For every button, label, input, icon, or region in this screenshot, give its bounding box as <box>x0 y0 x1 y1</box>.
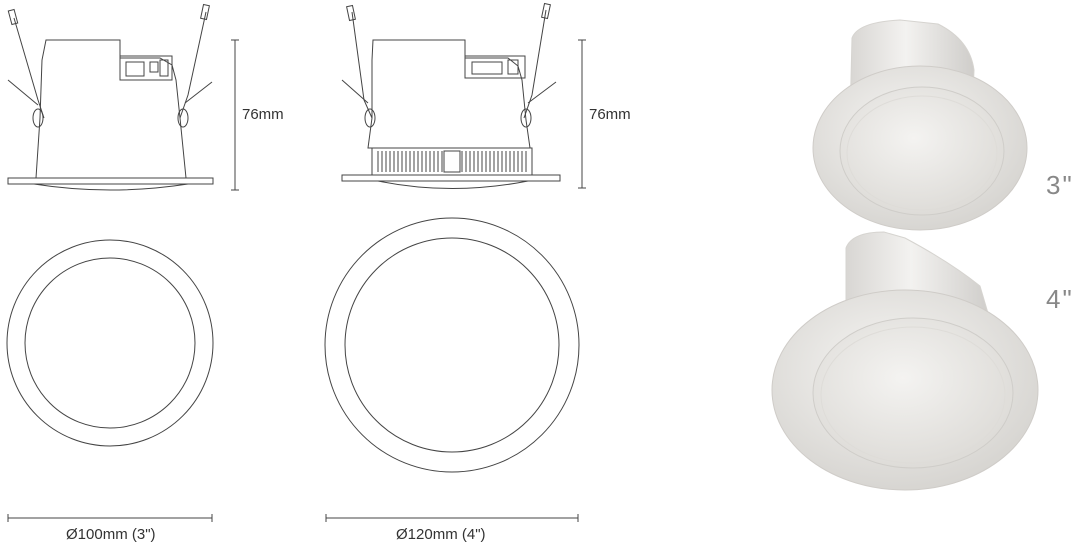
speaker-can-4in <box>368 40 530 148</box>
spring-wire-right-b-4in <box>528 82 556 103</box>
grille-curve-4in <box>378 181 528 189</box>
spring-wire-left-b-4in <box>342 80 368 103</box>
top-view-3in <box>7 240 213 446</box>
flange-3in <box>8 178 213 184</box>
size-label-4in: 4" <box>1046 284 1074 314</box>
top-view-4in <box>325 218 579 472</box>
fin-band-4in <box>372 148 532 175</box>
side-view-3in <box>8 5 213 190</box>
spring-wire-left-4in <box>352 12 372 118</box>
inner-ring-4in <box>345 238 559 452</box>
diameter-label-4in: Ø120mm (4") <box>396 526 486 543</box>
flange-4in <box>342 175 560 181</box>
side-view-4in <box>342 4 560 189</box>
height-label-4in: 76mm <box>589 106 631 123</box>
spring-wire-left-3in <box>14 18 44 118</box>
product-photo-4in <box>772 232 1038 490</box>
outer-ring-3in <box>7 240 213 446</box>
spring-wire-right-4in <box>524 10 546 118</box>
terminal-block-3in <box>120 56 172 80</box>
product-photo-3in <box>813 20 1027 230</box>
fin-lines-4in <box>378 151 526 172</box>
height-dimension-4in <box>578 40 586 188</box>
speaker-can-3in <box>36 40 186 178</box>
height-label-3in: 76mm <box>242 106 284 123</box>
spring-wire-right-b-3in <box>185 82 212 103</box>
inner-ring-3in <box>25 258 195 428</box>
grille-curve-3in <box>34 184 188 190</box>
size-label-3in: 3" <box>1046 170 1074 200</box>
diameter-dimension-3in <box>8 514 212 522</box>
spring-wire-right-3in <box>180 12 206 118</box>
diameter-label-3in: Ø100mm (3") <box>66 526 156 543</box>
spring-wire-left-b-3in <box>8 80 38 105</box>
outer-ring-4in <box>325 218 579 472</box>
height-dimension-3in <box>231 40 239 190</box>
terminal-block-4in <box>465 56 525 78</box>
diameter-dimension-4in <box>326 514 578 522</box>
